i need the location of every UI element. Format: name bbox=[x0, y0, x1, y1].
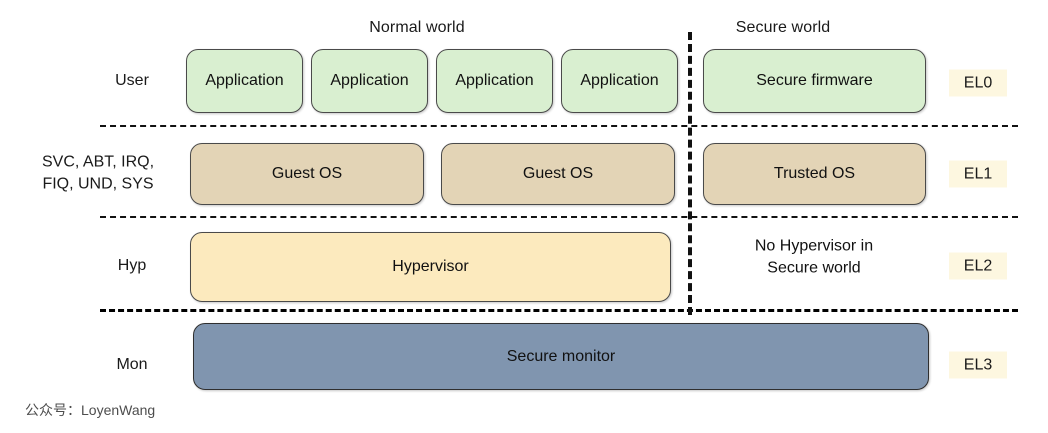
box-application-3[interactable]: Application bbox=[436, 49, 553, 113]
box-guest-os-2[interactable]: Guest OS bbox=[441, 143, 675, 205]
el-badge-el3: EL3 bbox=[949, 351, 1007, 379]
box-guest-os-1[interactable]: Guest OS bbox=[190, 143, 424, 205]
box-application-1[interactable]: Application bbox=[186, 49, 303, 113]
el-badge-el2: EL2 bbox=[949, 252, 1007, 280]
mode-label-user: User bbox=[115, 72, 149, 90]
box-secure-firmware[interactable]: Secure firmware bbox=[703, 49, 926, 113]
box-trusted-os[interactable]: Trusted OS bbox=[703, 143, 926, 205]
box-secure-monitor[interactable]: Secure monitor bbox=[193, 323, 929, 390]
mode-label-privileged: SVC, ABT, IRQ, FIQ, UND, SYS bbox=[41, 153, 155, 192]
el-badge-el1: EL1 bbox=[949, 160, 1007, 188]
mode-label-hyp: Hyp bbox=[117, 257, 147, 275]
box-application-2[interactable]: Application bbox=[311, 49, 428, 113]
separator-el1-el2 bbox=[100, 216, 1018, 218]
separator-el0-el1 bbox=[100, 125, 1018, 127]
no-hypervisor-note: No Hypervisor in Secure world bbox=[754, 237, 874, 276]
world-header-normal: Normal world bbox=[369, 19, 465, 36]
world-divider bbox=[688, 32, 692, 315]
box-application-4[interactable]: Application bbox=[561, 49, 678, 113]
watermark: 公众号：LoyenWang bbox=[25, 402, 156, 418]
world-header-secure: Secure world bbox=[735, 19, 831, 36]
separator-el2-el3 bbox=[100, 309, 1018, 312]
el-badge-el0: EL0 bbox=[949, 69, 1007, 97]
box-hypervisor[interactable]: Hypervisor bbox=[190, 232, 671, 302]
mode-label-mon: Mon bbox=[116, 356, 148, 374]
